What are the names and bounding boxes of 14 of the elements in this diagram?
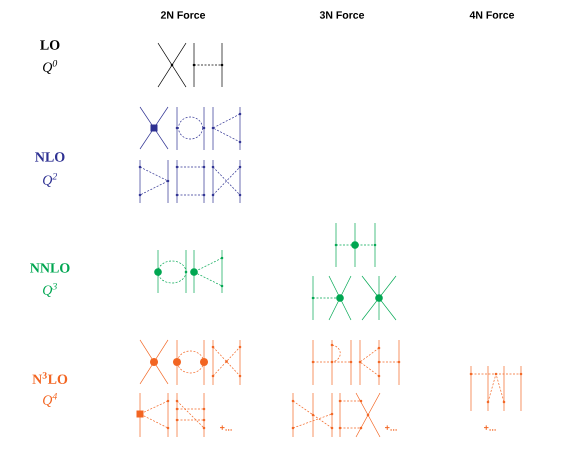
order-label: LO [40,40,60,50]
ellipsis-mark: +... [484,425,496,431]
ellipsis-mark: +... [220,425,232,431]
power-label: Q$^{3}$ [43,283,57,297]
column-heading: 3N Force [320,11,364,19]
order-label: N$^{3}$LO [32,372,68,384]
order-label: NLO [35,152,64,162]
power-label: Q$^{0}$ [43,60,58,74]
order-label: NNLO [30,263,70,273]
column-heading: 2N Force [160,11,206,19]
power-label: Q$^{2}$ [43,173,58,187]
ellipsis-mark: +... [385,425,397,431]
column-heading: 4N Force [470,11,514,19]
power-label: Q$^{4}$ [43,393,58,407]
